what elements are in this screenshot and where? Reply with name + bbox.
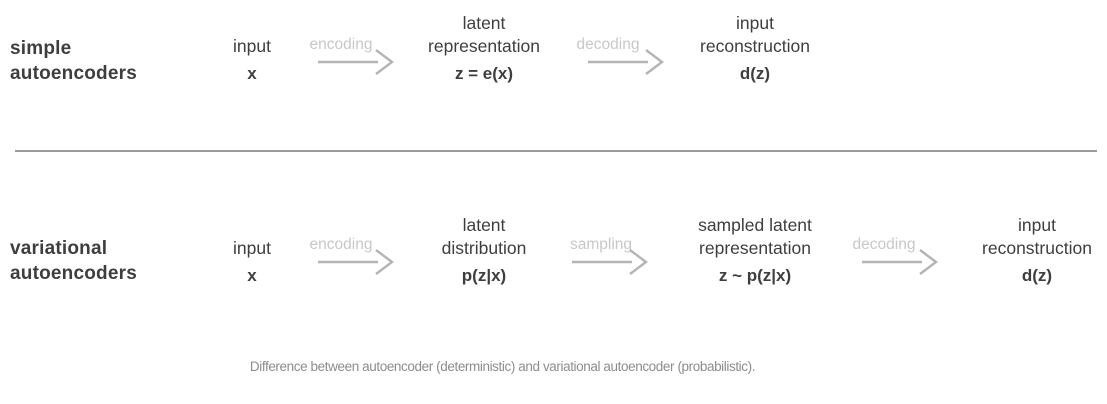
- node-input: input x: [132, 210, 372, 300]
- node-title: sampled latent representation: [635, 210, 875, 260]
- node-title-line: representation: [428, 36, 540, 56]
- decoding-arrow-label: decoding: [852, 236, 916, 253]
- divider: [15, 150, 1097, 152]
- encoding-arrow-icon: [318, 249, 394, 275]
- node-formula: x: [247, 64, 257, 83]
- encoding-arrow-icon: [318, 49, 394, 75]
- row-label-line2: autoencoders: [10, 263, 137, 284]
- encoding-arrow-label: encoding: [309, 236, 373, 253]
- node-title-line: latent: [462, 13, 506, 33]
- row-label-simple-autoencoders: simple autoencoders: [10, 36, 220, 86]
- node-title-line: input: [233, 238, 271, 258]
- row-label-line1: simple: [10, 38, 72, 59]
- node-input-reconstruction: input reconstruction d(z): [635, 8, 875, 98]
- node-title-line: reconstruction: [982, 238, 1092, 258]
- node-title-line: input: [233, 36, 271, 56]
- node-title-line: distribution: [441, 238, 527, 258]
- sampling-arrow-label: sampling: [569, 236, 633, 253]
- node-latent-representation: latent representation z = e(x): [364, 8, 604, 98]
- node-title-line: input: [736, 13, 774, 33]
- node-formula: d(z): [739, 64, 771, 83]
- node-title: input: [132, 210, 372, 260]
- node-formula: p(z|x): [461, 266, 507, 285]
- node-latent-distribution: latent distribution p(z|x): [364, 210, 604, 300]
- node-title: input reconstruction: [635, 8, 875, 58]
- caption: Difference between autoencoder (determin…: [249, 359, 756, 374]
- node-title: input reconstruction: [917, 210, 1107, 260]
- node-sampled-latent-representation: sampled latent representation z ~ p(z|x): [635, 210, 875, 300]
- row-label-variational-autoencoders: variational autoencoders: [10, 236, 220, 286]
- node-title-line: sampled latent: [698, 215, 812, 235]
- row-label-line2: autoencoders: [10, 63, 137, 84]
- node-title-line: input: [1018, 215, 1056, 235]
- decoding-arrow-icon: [588, 49, 664, 75]
- encoding-arrow-label: encoding: [309, 36, 373, 53]
- node-formula: z = e(x): [454, 64, 514, 83]
- node-input: input x: [132, 8, 372, 98]
- node-title-line: latent: [462, 215, 506, 235]
- node-formula: d(z): [1021, 266, 1053, 285]
- node-title-line: representation: [699, 238, 811, 258]
- decoding-arrow-label: decoding: [576, 36, 640, 53]
- row-label-line1: variational: [10, 238, 108, 259]
- node-title: latent representation: [364, 8, 604, 58]
- node-input-reconstruction: input reconstruction d(z): [917, 210, 1107, 300]
- node-formula: z ~ p(z|x): [718, 266, 792, 285]
- node-formula: x: [247, 266, 257, 285]
- node-title: latent distribution: [364, 210, 604, 260]
- node-title: input: [132, 8, 372, 58]
- node-title-line: reconstruction: [700, 36, 810, 56]
- sampling-arrow-icon: [572, 249, 648, 275]
- decoding-arrow-icon: [862, 249, 938, 275]
